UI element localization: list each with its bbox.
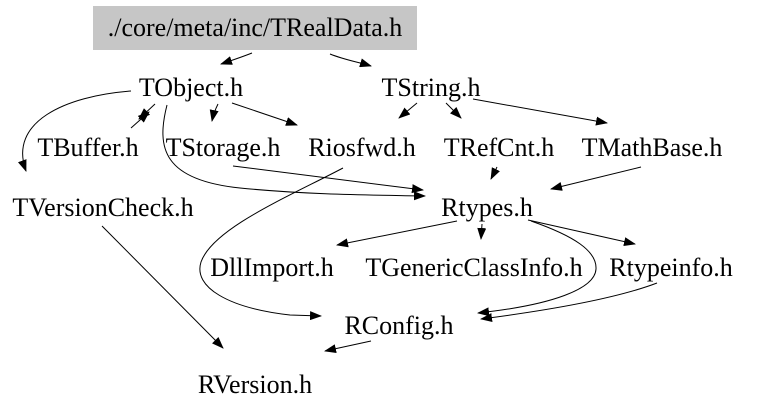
edge-tbuffer-tobject	[130, 111, 150, 129]
edge-rtypeinfo-rconfig	[480, 282, 658, 323]
node-rversion[interactable]: RVersion.h	[197, 370, 313, 399]
edge-trealdata-tstring	[329, 53, 372, 68]
edge-riosfwd-rconfig	[199, 167, 344, 321]
node-rtypeinfo[interactable]: Rtypeinfo.h	[609, 253, 733, 282]
node-tgenericclassinfo[interactable]: TGenericClassInfo.h	[365, 253, 583, 282]
edge-tversioncheck-rversion	[101, 225, 224, 349]
edge-tobject-tstorage	[209, 103, 219, 122]
node-dllimport[interactable]: DllImport.h	[210, 253, 334, 282]
node-trefcnt[interactable]: TRefCnt.h	[443, 133, 555, 162]
edge-rconfig-rversion	[324, 340, 372, 354]
edge-rtypes-rconfig	[477, 220, 597, 317]
node-tmathbase[interactable]: TMathBase.h	[581, 133, 723, 162]
edge-rtypes-rtypeinfo	[527, 219, 636, 246]
node-trealdata: ./core/meta/inc/TRealData.h	[93, 6, 417, 50]
node-tstorage[interactable]: TStorage.h	[165, 133, 281, 162]
edge-tstring-riosfwd	[398, 102, 418, 119]
edge-trealdata-tobject	[220, 52, 253, 65]
edge-tstorage-rtypes	[232, 165, 424, 194]
edge-tstring-trefcnt	[445, 102, 462, 119]
node-riosfwd[interactable]: Riosfwd.h	[308, 133, 416, 162]
edge-tobject-riosfwd	[231, 102, 298, 126]
node-rtypes[interactable]: Rtypes.h	[441, 193, 533, 222]
edge-rtypes-tgenericclassinfo	[477, 223, 487, 240]
edge-tobject-tversioncheck	[17, 90, 132, 172]
edge-rtypes-dllimport	[336, 220, 458, 248]
node-tversioncheck[interactable]: TVersionCheck.h	[12, 193, 194, 222]
edge-tobject-tbuffer	[138, 103, 156, 120]
node-tstring[interactable]: TString.h	[381, 73, 481, 102]
edge-tobject-rtypes	[162, 104, 426, 201]
node-tbuffer[interactable]: TBuffer.h	[37, 133, 139, 162]
node-tobject[interactable]: TObject.h	[138, 73, 244, 102]
node-rconfig[interactable]: RConfig.h	[344, 311, 454, 340]
edge-tstring-tmathbase	[472, 98, 608, 126]
edge-trefcnt-rtypes	[490, 166, 500, 180]
edge-tmathbase-rtypes	[550, 166, 642, 191]
